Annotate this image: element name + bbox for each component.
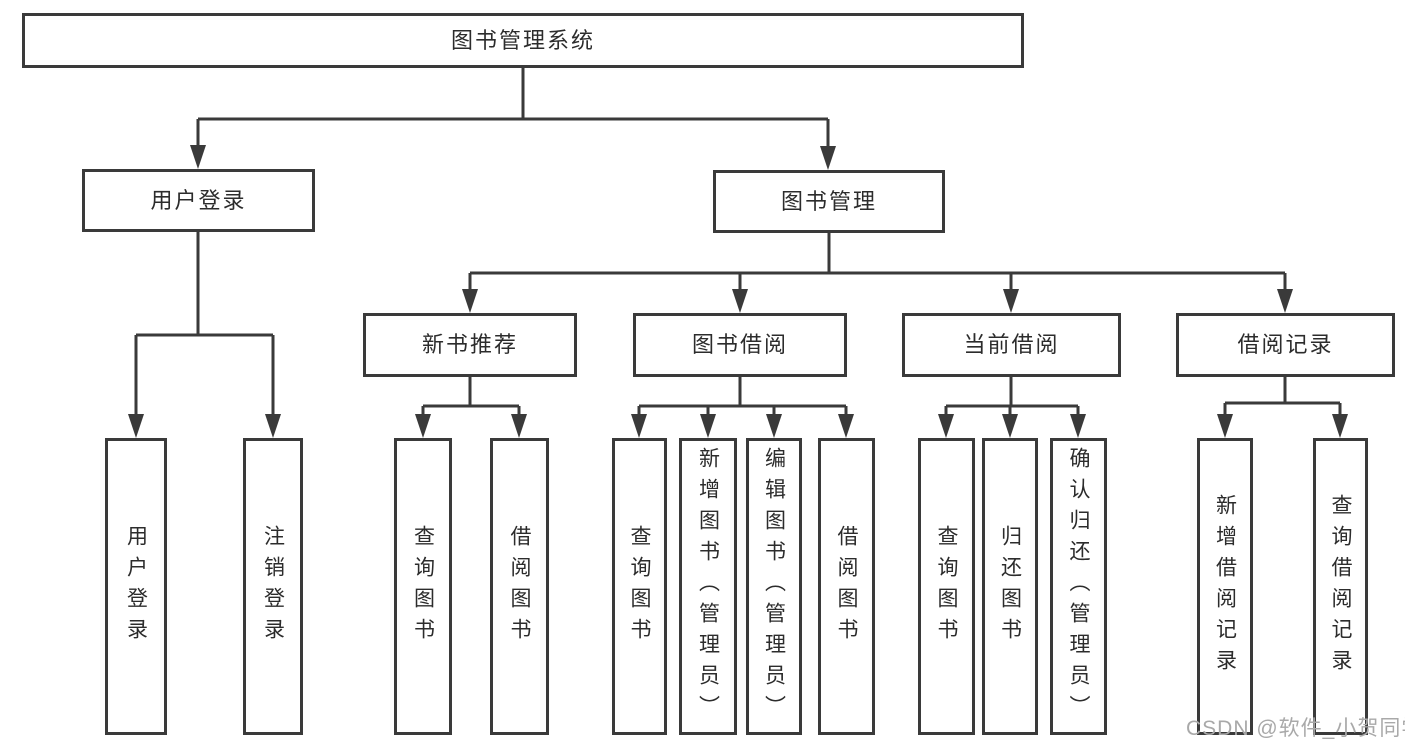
leaf-query-books-recommend: 查询图书 — [394, 438, 452, 735]
node-new-book-recommendation: 新书推荐 — [363, 313, 577, 377]
leaf-query-books-current: 查询图书 — [918, 438, 975, 735]
leaf-borrow-books-borrowing: 借阅图书 — [818, 438, 875, 735]
node-user-login: 用户登录 — [82, 169, 315, 232]
leaf-return-books: 归还图书 — [982, 438, 1038, 735]
leaf-query-books-borrowing: 查询图书 — [612, 438, 667, 735]
leaf-borrow-books-recommend: 借阅图书 — [490, 438, 549, 735]
leaf-user-login: 用户登录 — [105, 438, 167, 735]
leaf-add-books-admin: 新增图书（管理员） — [679, 438, 737, 735]
leaf-edit-books-admin: 编辑图书（管理员） — [746, 438, 802, 735]
node-book-borrowing: 图书借阅 — [633, 313, 847, 377]
leaf-logout-login: 注销登录 — [243, 438, 303, 735]
node-book-management: 图书管理 — [713, 170, 945, 233]
node-library-system-root: 图书管理系统 — [22, 13, 1024, 68]
leaf-confirm-return-admin: 确认归还（管理员） — [1050, 438, 1107, 735]
leaf-add-borrow-record: 新增借阅记录 — [1197, 438, 1253, 735]
leaf-query-borrow-record: 查询借阅记录 — [1313, 438, 1368, 735]
node-borrowing-records: 借阅记录 — [1176, 313, 1395, 377]
node-current-borrowing: 当前借阅 — [902, 313, 1121, 377]
watermark: CSDN @软件_小贺同学 — [1186, 717, 1405, 740]
